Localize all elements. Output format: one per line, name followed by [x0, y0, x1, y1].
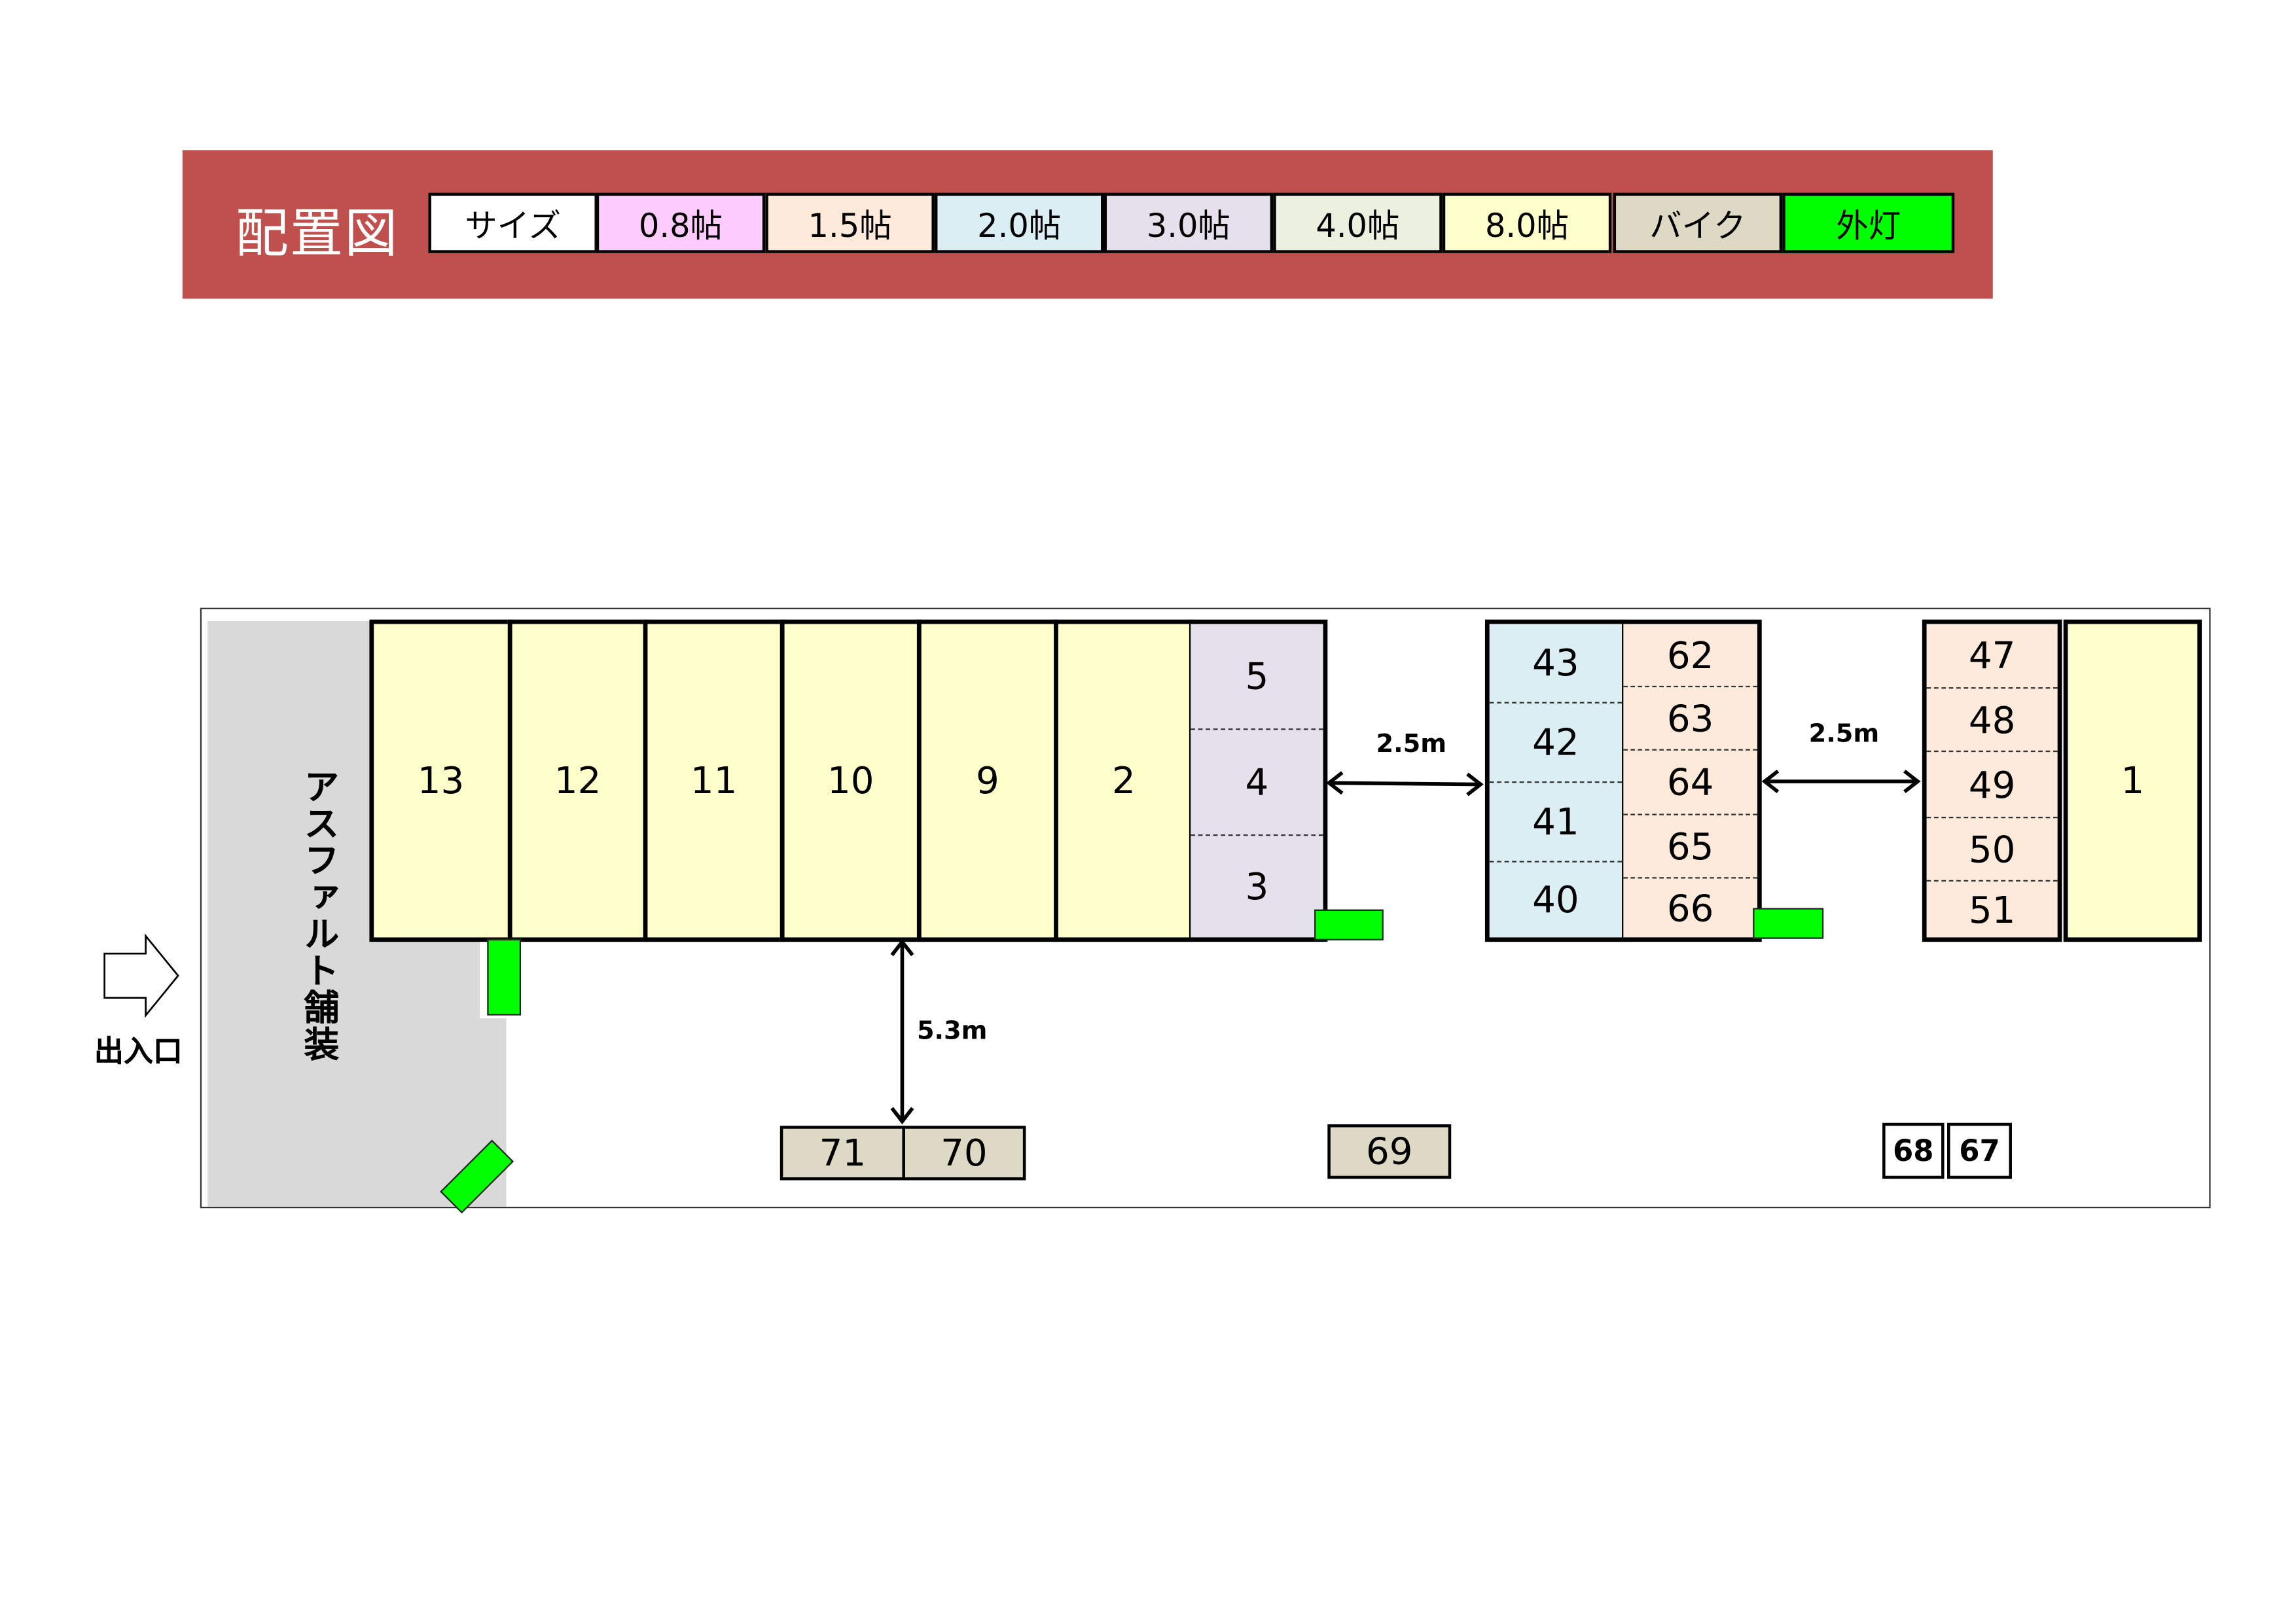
unit-64[interactable]: 64	[1623, 751, 1757, 815]
unit-1[interactable]: 1	[2063, 619, 2202, 942]
unit-group-3.0: 5 4 3	[1189, 619, 1328, 942]
unit-47[interactable]: 47	[1926, 624, 2058, 689]
legend-size: サイズ	[428, 192, 598, 253]
outdoor-light	[1753, 908, 1824, 939]
unit-4[interactable]: 4	[1191, 730, 1323, 836]
legend-2.0: 2.0帖	[934, 192, 1104, 253]
unit-43[interactable]: 43	[1489, 624, 1623, 704]
legend-light: 外灯	[1782, 192, 1955, 253]
aisle-label: 5.3m	[916, 1016, 988, 1046]
unit-48[interactable]: 48	[1926, 688, 2058, 753]
unit-41[interactable]: 41	[1489, 783, 1623, 863]
legend-8.0: 8.0帖	[1442, 192, 1612, 253]
unit-group-1.5-b: 47 48 49 50 51	[1922, 619, 2062, 942]
unit-71[interactable]: 71	[780, 1126, 905, 1181]
gap-label-1: 2.5m	[1376, 730, 1447, 760]
legend-4.0: 4.0帖	[1273, 192, 1443, 253]
unit-69[interactable]: 69	[1327, 1124, 1452, 1179]
legend-0.8: 0.8帖	[596, 192, 766, 253]
unit-68[interactable]: 68	[1882, 1122, 1945, 1179]
unit-70[interactable]: 70	[902, 1126, 1026, 1181]
legend-1.5: 1.5帖	[765, 192, 935, 253]
unit-group-1.5-a: 62 63 64 65 66	[1622, 619, 1762, 942]
unit-9[interactable]: 9	[916, 619, 1058, 942]
legend-bike: バイク	[1613, 192, 1783, 253]
lot-boundary	[200, 607, 2211, 1209]
unit-12[interactable]: 12	[507, 619, 648, 942]
unit-3[interactable]: 3	[1245, 865, 1269, 908]
unit-66[interactable]: 66	[1666, 886, 1714, 930]
paving-label: アスファルト舗装	[297, 768, 339, 1063]
entrance-label: 出入口	[94, 1033, 183, 1069]
legend-3.0: 3.0帖	[1103, 192, 1274, 253]
unit-67[interactable]: 67	[1947, 1122, 2012, 1179]
unit-50[interactable]: 50	[1926, 818, 2058, 882]
outdoor-light	[1314, 909, 1384, 940]
page-title: 配置図	[235, 204, 399, 265]
unit-65[interactable]: 65	[1623, 815, 1757, 879]
unit-42[interactable]: 42	[1489, 704, 1623, 783]
unit-5[interactable]: 5	[1191, 624, 1323, 730]
unit-62[interactable]: 62	[1623, 624, 1757, 688]
outdoor-light	[487, 938, 522, 1016]
entrance-arrow-icon	[103, 933, 179, 1018]
unit-40[interactable]: 40	[1532, 878, 1579, 921]
unit-49[interactable]: 49	[1926, 752, 2058, 819]
gap-label-2: 2.5m	[1808, 719, 1880, 749]
unit-63[interactable]: 63	[1623, 687, 1757, 751]
unit-13[interactable]: 13	[369, 619, 512, 942]
unit-51[interactable]: 51	[1968, 888, 2016, 931]
